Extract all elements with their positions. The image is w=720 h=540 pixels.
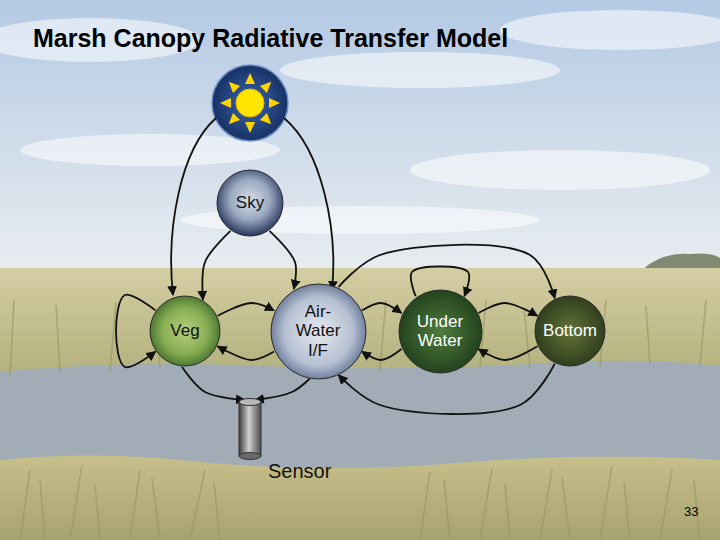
sun-ray (245, 73, 255, 84)
flow-arrow (218, 346, 274, 360)
cylinder-base (239, 453, 261, 460)
sun-to-veg-line (171, 118, 216, 295)
node-label: Bottom (543, 321, 597, 340)
sun-ray (225, 78, 240, 93)
sun-ray (269, 98, 280, 108)
sun-to-interface-line (284, 118, 333, 290)
sun-ray (260, 113, 275, 128)
sun-ray (220, 98, 231, 108)
circle-outline (150, 296, 220, 366)
sky-circle: Sky (216, 169, 284, 237)
sun-ray (245, 122, 255, 133)
sun-symbol (212, 65, 288, 141)
circle-outline (399, 290, 482, 373)
underwater-circle: Under Water (398, 289, 483, 374)
veg-circle: Veg (149, 295, 221, 367)
sun-rays (220, 73, 280, 133)
page-number: 33 (684, 504, 698, 519)
sun-rays-paths (171, 118, 333, 295)
node-text: Bottom (543, 321, 597, 340)
flow-arrow (218, 303, 274, 316)
cylinder-top (239, 399, 261, 406)
flow-arrow (270, 231, 297, 289)
flow-arrow (479, 346, 538, 360)
circle-outline (217, 170, 283, 236)
cylinder-body (239, 402, 261, 456)
sensor-cylinder: Sensor (238, 398, 335, 484)
flow-arrow (362, 349, 402, 360)
node-label: Air-Water I/F (287, 302, 349, 359)
cylinder-shape (238, 398, 262, 460)
node-label: Sensor (268, 460, 331, 482)
node-label: Veg (170, 321, 199, 340)
sun-core (236, 89, 264, 117)
flow-arrow (255, 379, 310, 400)
node-text: Under Water (409, 312, 471, 350)
slide-title: Marsh Canopy Radiative Transfer Model (33, 24, 508, 53)
circle-outline (535, 296, 605, 366)
node-text: Sensor (268, 460, 331, 482)
flow-arrow (202, 231, 230, 300)
flow-arrow (479, 303, 538, 316)
node-label: Sky (236, 193, 264, 212)
sun-ray (225, 113, 240, 128)
flow-arrow (182, 367, 245, 400)
flow-arrow (362, 303, 402, 313)
circle-outline (271, 284, 366, 379)
sun-ray (260, 78, 275, 93)
node-text: Air-Water I/F (287, 302, 349, 359)
node-text: Sky (236, 193, 264, 212)
node-label: Under Water (409, 312, 471, 350)
bottom-circle: Bottom (534, 295, 606, 367)
interface-circle: Air-Water I/F (270, 283, 367, 380)
sun-disc (212, 65, 288, 141)
node-text: Veg (170, 321, 199, 340)
